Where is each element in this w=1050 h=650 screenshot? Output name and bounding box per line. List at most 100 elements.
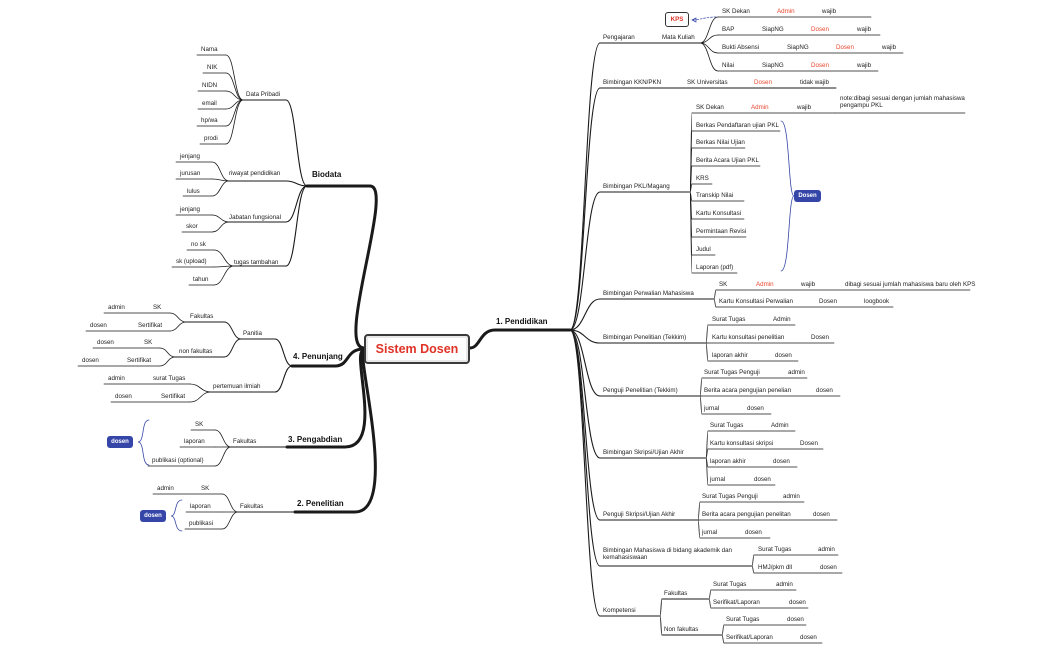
- kkn-req[interactable]: tidak wajib: [800, 79, 829, 86]
- kkn-doc[interactable]: SK Universitas: [687, 79, 728, 86]
- pengajaran-req[interactable]: wajib: [882, 44, 897, 51]
- penguji-penelitian-node[interactable]: Penguji Penelitian (Tekkim): [603, 387, 678, 394]
- pertemuan-doc[interactable]: Sertifikat: [161, 393, 186, 400]
- bp-doc[interactable]: Kartu konsultasi penelitian: [712, 334, 785, 341]
- pkl-sk-req[interactable]: wajib: [797, 104, 812, 111]
- pp-doc[interactable]: jurnal: [704, 405, 720, 412]
- kn-role[interactable]: dosen: [787, 616, 804, 623]
- kkn-role[interactable]: Dosen: [754, 79, 772, 86]
- kf-role[interactable]: dosen: [789, 599, 806, 606]
- panitia-fakultas-doc[interactable]: SK: [153, 304, 162, 311]
- pkl-item[interactable]: Permintaan Revisi: [696, 228, 747, 235]
- tugas-item[interactable]: sk (upload): [176, 258, 207, 265]
- pengabdian-dosen-badge[interactable]: dosen: [107, 436, 133, 448]
- pengajaran-sys[interactable]: SiapNG: [762, 26, 784, 33]
- perwalian-node[interactable]: Bimbingan Perwalian Mahasiswa: [603, 290, 694, 297]
- dp-item[interactable]: email: [202, 100, 217, 107]
- pp-role[interactable]: dosen: [816, 387, 833, 394]
- pengajaran-doc[interactable]: SK Dekan: [722, 8, 750, 15]
- skripsi-role[interactable]: dosen: [754, 476, 771, 483]
- kompetensi-fakultas-node[interactable]: Fakultas: [664, 590, 688, 597]
- panitia-fakultas-role[interactable]: admin: [108, 304, 125, 311]
- pengajaran-req[interactable]: wajib: [857, 26, 872, 33]
- kf-doc[interactable]: Surat Tugas: [713, 581, 747, 588]
- pengajaran-doc[interactable]: Nilai: [722, 62, 735, 69]
- ps-role[interactable]: admin: [783, 493, 800, 500]
- pkl-dosen-badge[interactable]: Dosen: [794, 190, 821, 202]
- perwalian-kartu-sys[interactable]: loogbook: [864, 298, 890, 305]
- pengabdian-item[interactable]: SK: [195, 421, 204, 428]
- dp-item[interactable]: NIDN: [202, 82, 218, 89]
- penelitian-sk-role[interactable]: admin: [157, 485, 174, 492]
- biodata-topic[interactable]: Biodata: [312, 170, 342, 179]
- dp-item[interactable]: Nama: [201, 46, 218, 53]
- km-doc[interactable]: HMJ/pkm dll: [758, 564, 793, 571]
- pengajaran-node[interactable]: Pengajaran: [603, 34, 635, 41]
- kn-doc[interactable]: Surat Tugas: [726, 616, 760, 623]
- bimbingan-penelitian-node[interactable]: Bimbingan Penelitian (Tekkim): [603, 334, 687, 341]
- pkl-item[interactable]: Kartu Konsultasi: [696, 210, 742, 217]
- jabatan-node[interactable]: Jabatan fungsional: [229, 214, 281, 221]
- pengabdian-topic[interactable]: 3. Pengabdian: [288, 435, 343, 444]
- km-role[interactable]: dosen: [820, 564, 837, 571]
- skripsi-doc[interactable]: Kartu konsultasi skripsi: [710, 440, 774, 447]
- pendidikan-topic[interactable]: 1. Pendidikan: [496, 317, 548, 326]
- bp-doc[interactable]: Surat Tugas: [712, 316, 746, 323]
- perwalian-kartu-role[interactable]: Dosen: [819, 298, 837, 305]
- jabatan-item[interactable]: skor: [186, 223, 198, 230]
- jabatan-item[interactable]: jenjang: [180, 206, 200, 213]
- penelitian-item[interactable]: publikasi: [189, 520, 214, 527]
- kompetensi-non-fakultas-node[interactable]: Non fakultas: [664, 626, 699, 633]
- data-pribadi-node[interactable]: Data Pribadi: [246, 91, 281, 98]
- pkl-sk-doc[interactable]: SK Dekan: [696, 104, 724, 111]
- tugas-tambahan-node[interactable]: tugas tambahan: [234, 259, 279, 266]
- penunjang-topic[interactable]: 4. Penunjang: [293, 352, 343, 361]
- perwalian-note[interactable]: dibagi sesuai jumlah mahasiswa baru oleh…: [845, 281, 976, 288]
- skripsi-role[interactable]: Dosen: [800, 440, 818, 447]
- pp-doc[interactable]: Surat Tugas Penguji: [704, 369, 760, 376]
- pp-role[interactable]: dosen: [747, 405, 764, 412]
- bp-doc[interactable]: laporan akhir: [712, 352, 748, 359]
- pengajaran-role[interactable]: Dosen: [836, 44, 854, 51]
- dp-item[interactable]: prodi: [204, 135, 218, 142]
- penelitian-item[interactable]: SK: [201, 485, 210, 492]
- skripsi-doc[interactable]: laporan akhir: [710, 458, 746, 465]
- ps-role[interactable]: dosen: [745, 529, 762, 536]
- ps-doc[interactable]: Surat Tugas Penguji: [702, 493, 758, 500]
- tugas-item[interactable]: tahun: [193, 276, 209, 283]
- skripsi-doc[interactable]: Surat Tugas: [710, 422, 744, 429]
- bp-role[interactable]: dosen: [775, 352, 792, 359]
- riwayat-item[interactable]: lulus: [187, 188, 200, 195]
- pkl-item[interactable]: Berita Acara Ujian PKL: [696, 157, 759, 164]
- pertemuan-role[interactable]: dosen: [115, 393, 132, 400]
- perwalian-sk-doc[interactable]: SK: [719, 281, 728, 288]
- skripsi-node[interactable]: Bimbingan Skripsi/Ujian Akhir: [603, 449, 684, 456]
- riwayat-node[interactable]: riwayat pendidikan: [229, 170, 281, 177]
- dp-item[interactable]: hp/wa: [201, 117, 218, 124]
- skripsi-role[interactable]: Admin: [771, 422, 789, 429]
- pengajaran-doc[interactable]: BAP: [722, 26, 735, 33]
- pengabdian-fakultas-node[interactable]: Fakultas: [233, 438, 257, 445]
- pengajaran-req[interactable]: wajib: [857, 62, 872, 69]
- pkl-sk-role[interactable]: Admin: [751, 104, 769, 111]
- skripsi-doc[interactable]: jurnal: [710, 476, 726, 483]
- panitia-non-role[interactable]: dosen: [97, 339, 114, 346]
- tugas-item[interactable]: no sk: [191, 241, 206, 248]
- pkl-item[interactable]: Laporan (pdf): [696, 264, 734, 271]
- km-doc[interactable]: Surat Tugas: [758, 546, 792, 553]
- central-topic[interactable]: Sistem Dosen: [364, 334, 470, 364]
- kemahasiswaan-node[interactable]: Bimbingan Mahasiswa di bidang akademik d…: [603, 547, 732, 561]
- pengajaran-role[interactable]: Admin: [777, 8, 795, 15]
- kf-doc[interactable]: Serifikat/Laporan: [713, 599, 760, 606]
- pengajaran-sys[interactable]: SiapNG: [762, 62, 784, 69]
- pkl-node[interactable]: Bimbingan PKL/Magang: [603, 183, 670, 190]
- perwalian-kartu-doc[interactable]: Kartu Konsultasi Perwalian: [719, 298, 793, 305]
- pertemuan-doc[interactable]: surat Tugas: [153, 375, 186, 382]
- panitia-non-doc[interactable]: Sertifikat: [127, 357, 152, 364]
- kps-node[interactable]: KPS: [665, 12, 689, 27]
- dp-item[interactable]: NIK: [207, 64, 218, 71]
- kf-role[interactable]: admin: [776, 581, 793, 588]
- pengabdian-item[interactable]: publikasi (optional): [152, 457, 204, 464]
- bp-role[interactable]: Admin: [773, 316, 791, 323]
- ps-role[interactable]: dosen: [813, 511, 830, 518]
